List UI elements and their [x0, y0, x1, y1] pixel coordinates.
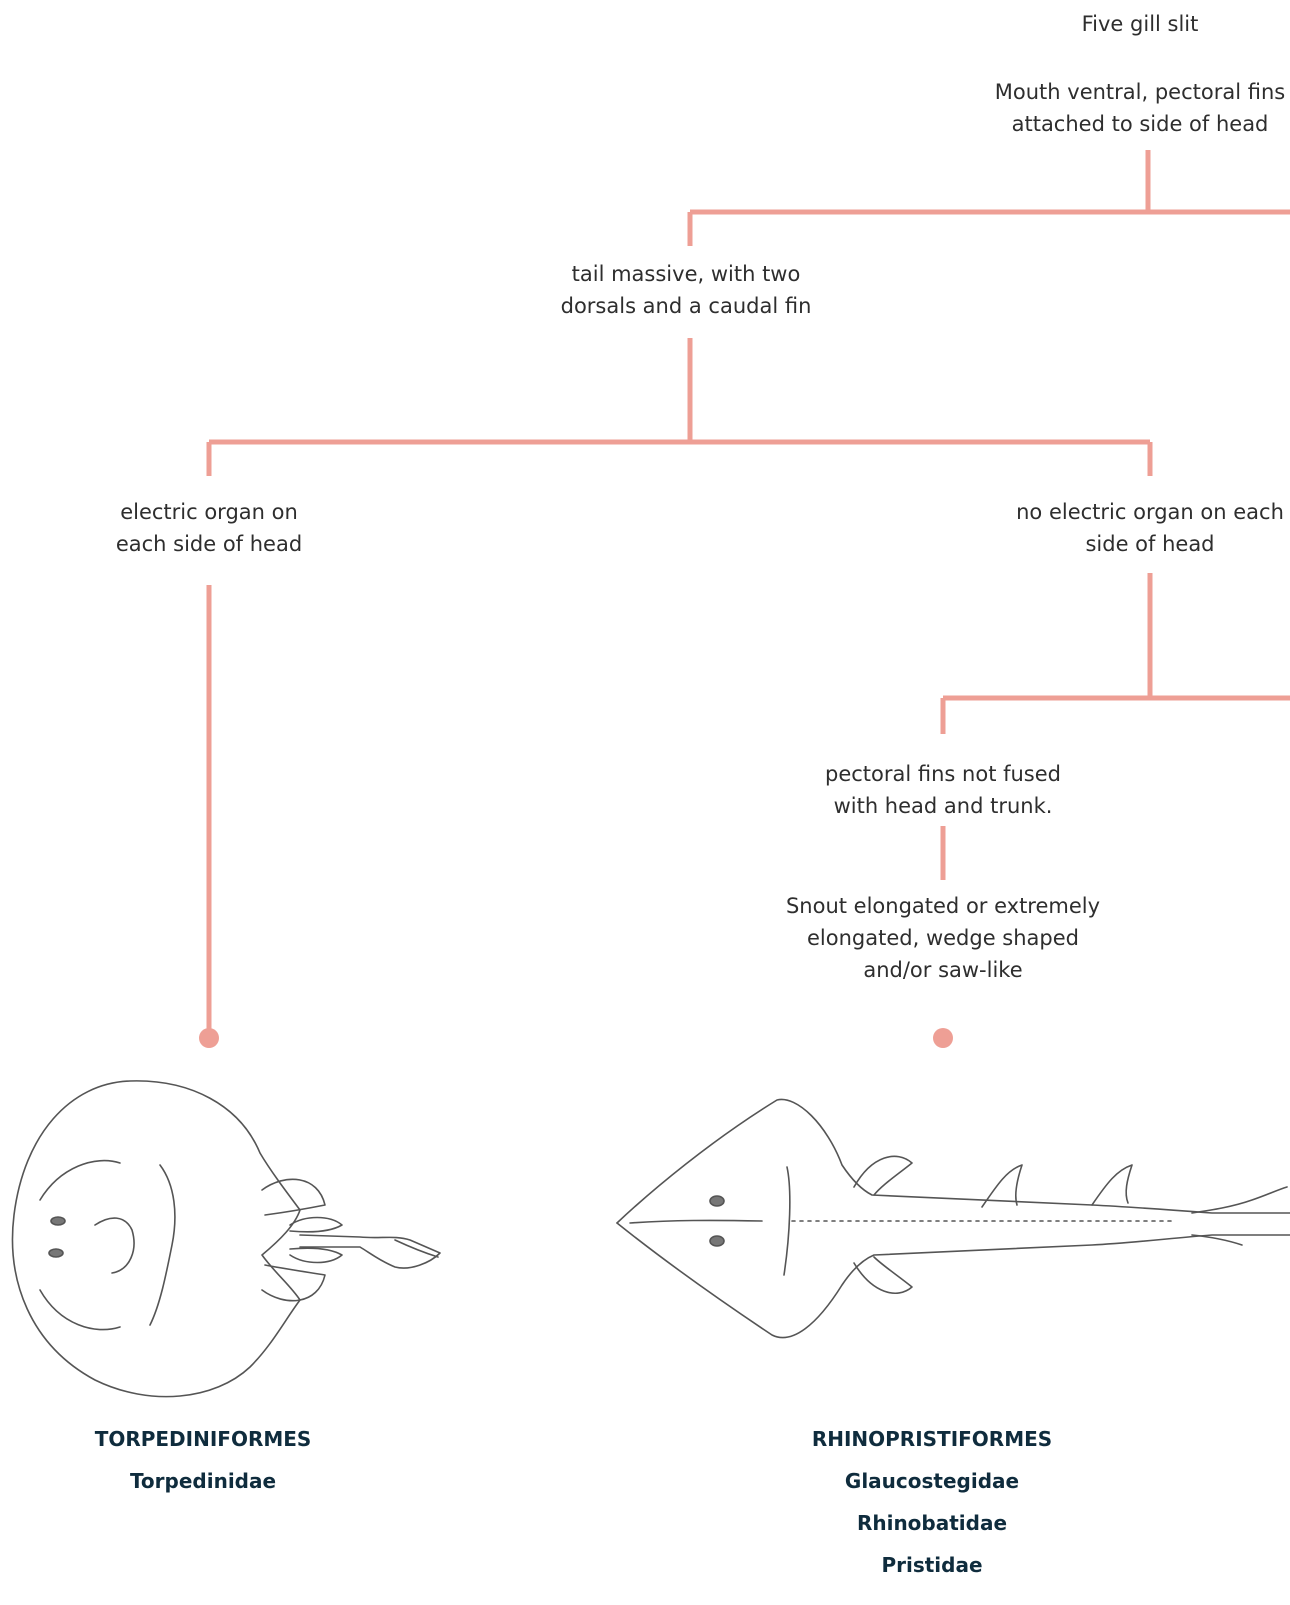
node-text: Mouth ventral, pectoral fins — [994, 80, 1286, 104]
node-text: side of head — [1085, 532, 1215, 556]
node-text: electric organ on — [120, 500, 298, 524]
node-tail-massive: tail massive, with two dorsals and a cau… — [561, 258, 812, 322]
terminal-dot — [933, 1028, 953, 1048]
node-text: pectoral fins not fused — [824, 762, 1062, 786]
taxon-family-label: Rhinobatidae — [856, 1511, 1008, 1535]
node-text: no electric organ on each — [1016, 500, 1284, 524]
node-text: Five gill slit — [1081, 12, 1199, 36]
taxon-family-label: Pristidae — [881, 1553, 983, 1577]
taxon-order-label: RHINOPRISTIFORMES — [811, 1427, 1053, 1451]
node-mouth-ventral: Mouth ventral, pectoral fins attached to… — [995, 76, 1285, 140]
node-electric-organ: electric organ on each side of head — [116, 496, 302, 560]
node-snout-elongated: Snout elongated or extremely elongated, … — [786, 890, 1100, 986]
node-text: with head and trunk. — [833, 794, 1053, 818]
node-text: dorsals and a caudal fin — [560, 294, 812, 318]
electric-ray-illustration — [11, 1080, 441, 1398]
taxon-family-label: Glaucostegidae — [844, 1469, 1020, 1493]
terminal-dot — [199, 1028, 219, 1048]
node-text: Snout elongated or extremely — [785, 894, 1101, 918]
node-no-electric-organ: no electric organ on each side of head — [1016, 496, 1284, 560]
node-pectoral-fins: pectoral fins not fused with head and tr… — [825, 758, 1061, 822]
taxon-family-label: Torpedinidae — [129, 1469, 277, 1493]
taxon-left: TORPEDINIFORMES Torpedinidae — [95, 1418, 312, 1502]
node-text: tail massive, with two — [571, 262, 801, 286]
node-text: attached to side of head — [1011, 112, 1269, 136]
taxon-order-label: TORPEDINIFORMES — [94, 1427, 312, 1451]
taxon-family-list: Torpedinidae — [95, 1460, 312, 1502]
node-text: elongated, wedge shaped — [806, 926, 1079, 950]
node-text: and/or saw-like — [863, 958, 1023, 982]
node-text: each side of head — [115, 532, 303, 556]
node-five-gill-slit: Five gill slit — [1082, 8, 1199, 40]
guitarfish-illustration — [616, 1098, 1290, 1339]
